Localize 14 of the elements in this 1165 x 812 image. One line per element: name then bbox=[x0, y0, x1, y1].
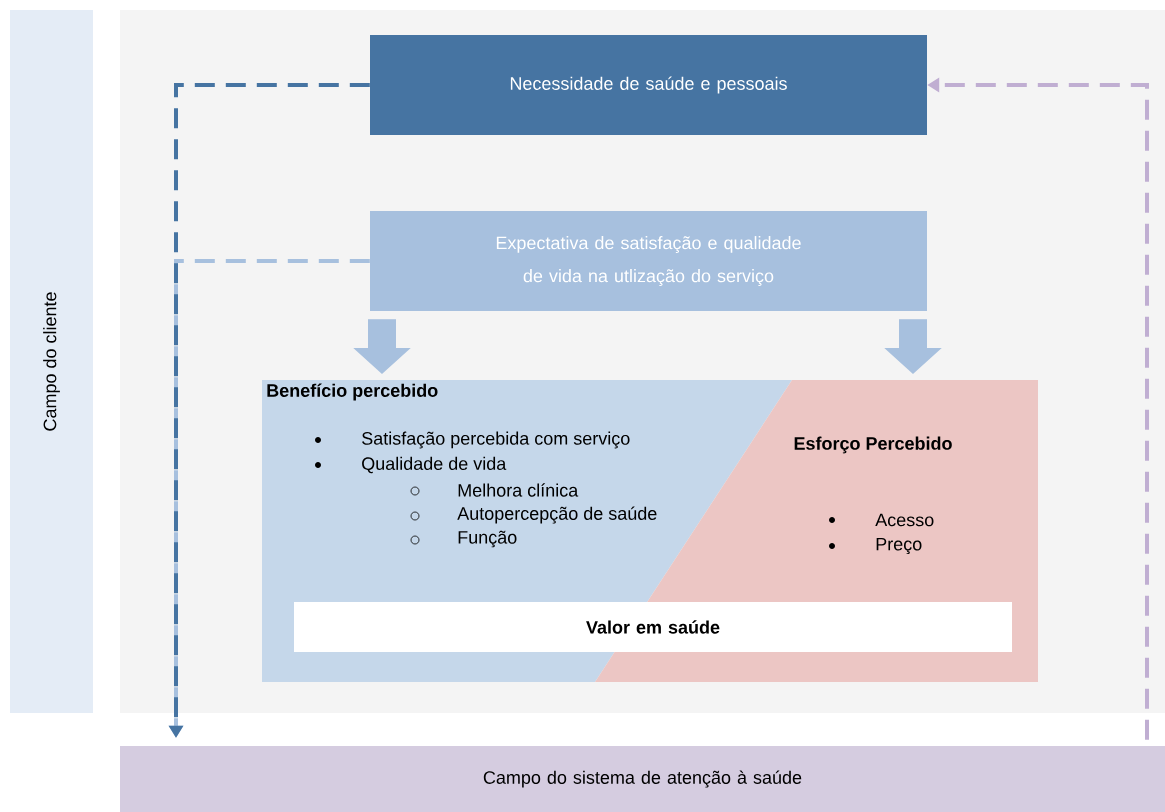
list-item: Acesso bbox=[829, 513, 934, 527]
list-item: Qualidade de vida bbox=[315, 456, 507, 474]
heading: Benefício percebido bbox=[267, 383, 438, 401]
heading: Esforço Percebido bbox=[794, 436, 952, 454]
list-item: Preço bbox=[829, 537, 922, 555]
value-bar: Valor em saúde bbox=[294, 602, 1012, 652]
list-item: Autopercepção de saúde bbox=[410, 506, 657, 524]
process-box: Expectativa de satisfação e qualidade de vida na utlização do serviço bbox=[370, 211, 927, 311]
list-item: Função bbox=[410, 530, 517, 548]
system-band: Campo do sistema de atenção à saúde bbox=[120, 746, 1165, 812]
list-item: Melhora clínica bbox=[410, 483, 579, 497]
process-box: Necessidade de saúde e pessoais bbox=[370, 35, 927, 135]
list-item: Satisfação percebida com serviço bbox=[315, 431, 630, 449]
client-band: Campo do cliente bbox=[10, 10, 93, 713]
